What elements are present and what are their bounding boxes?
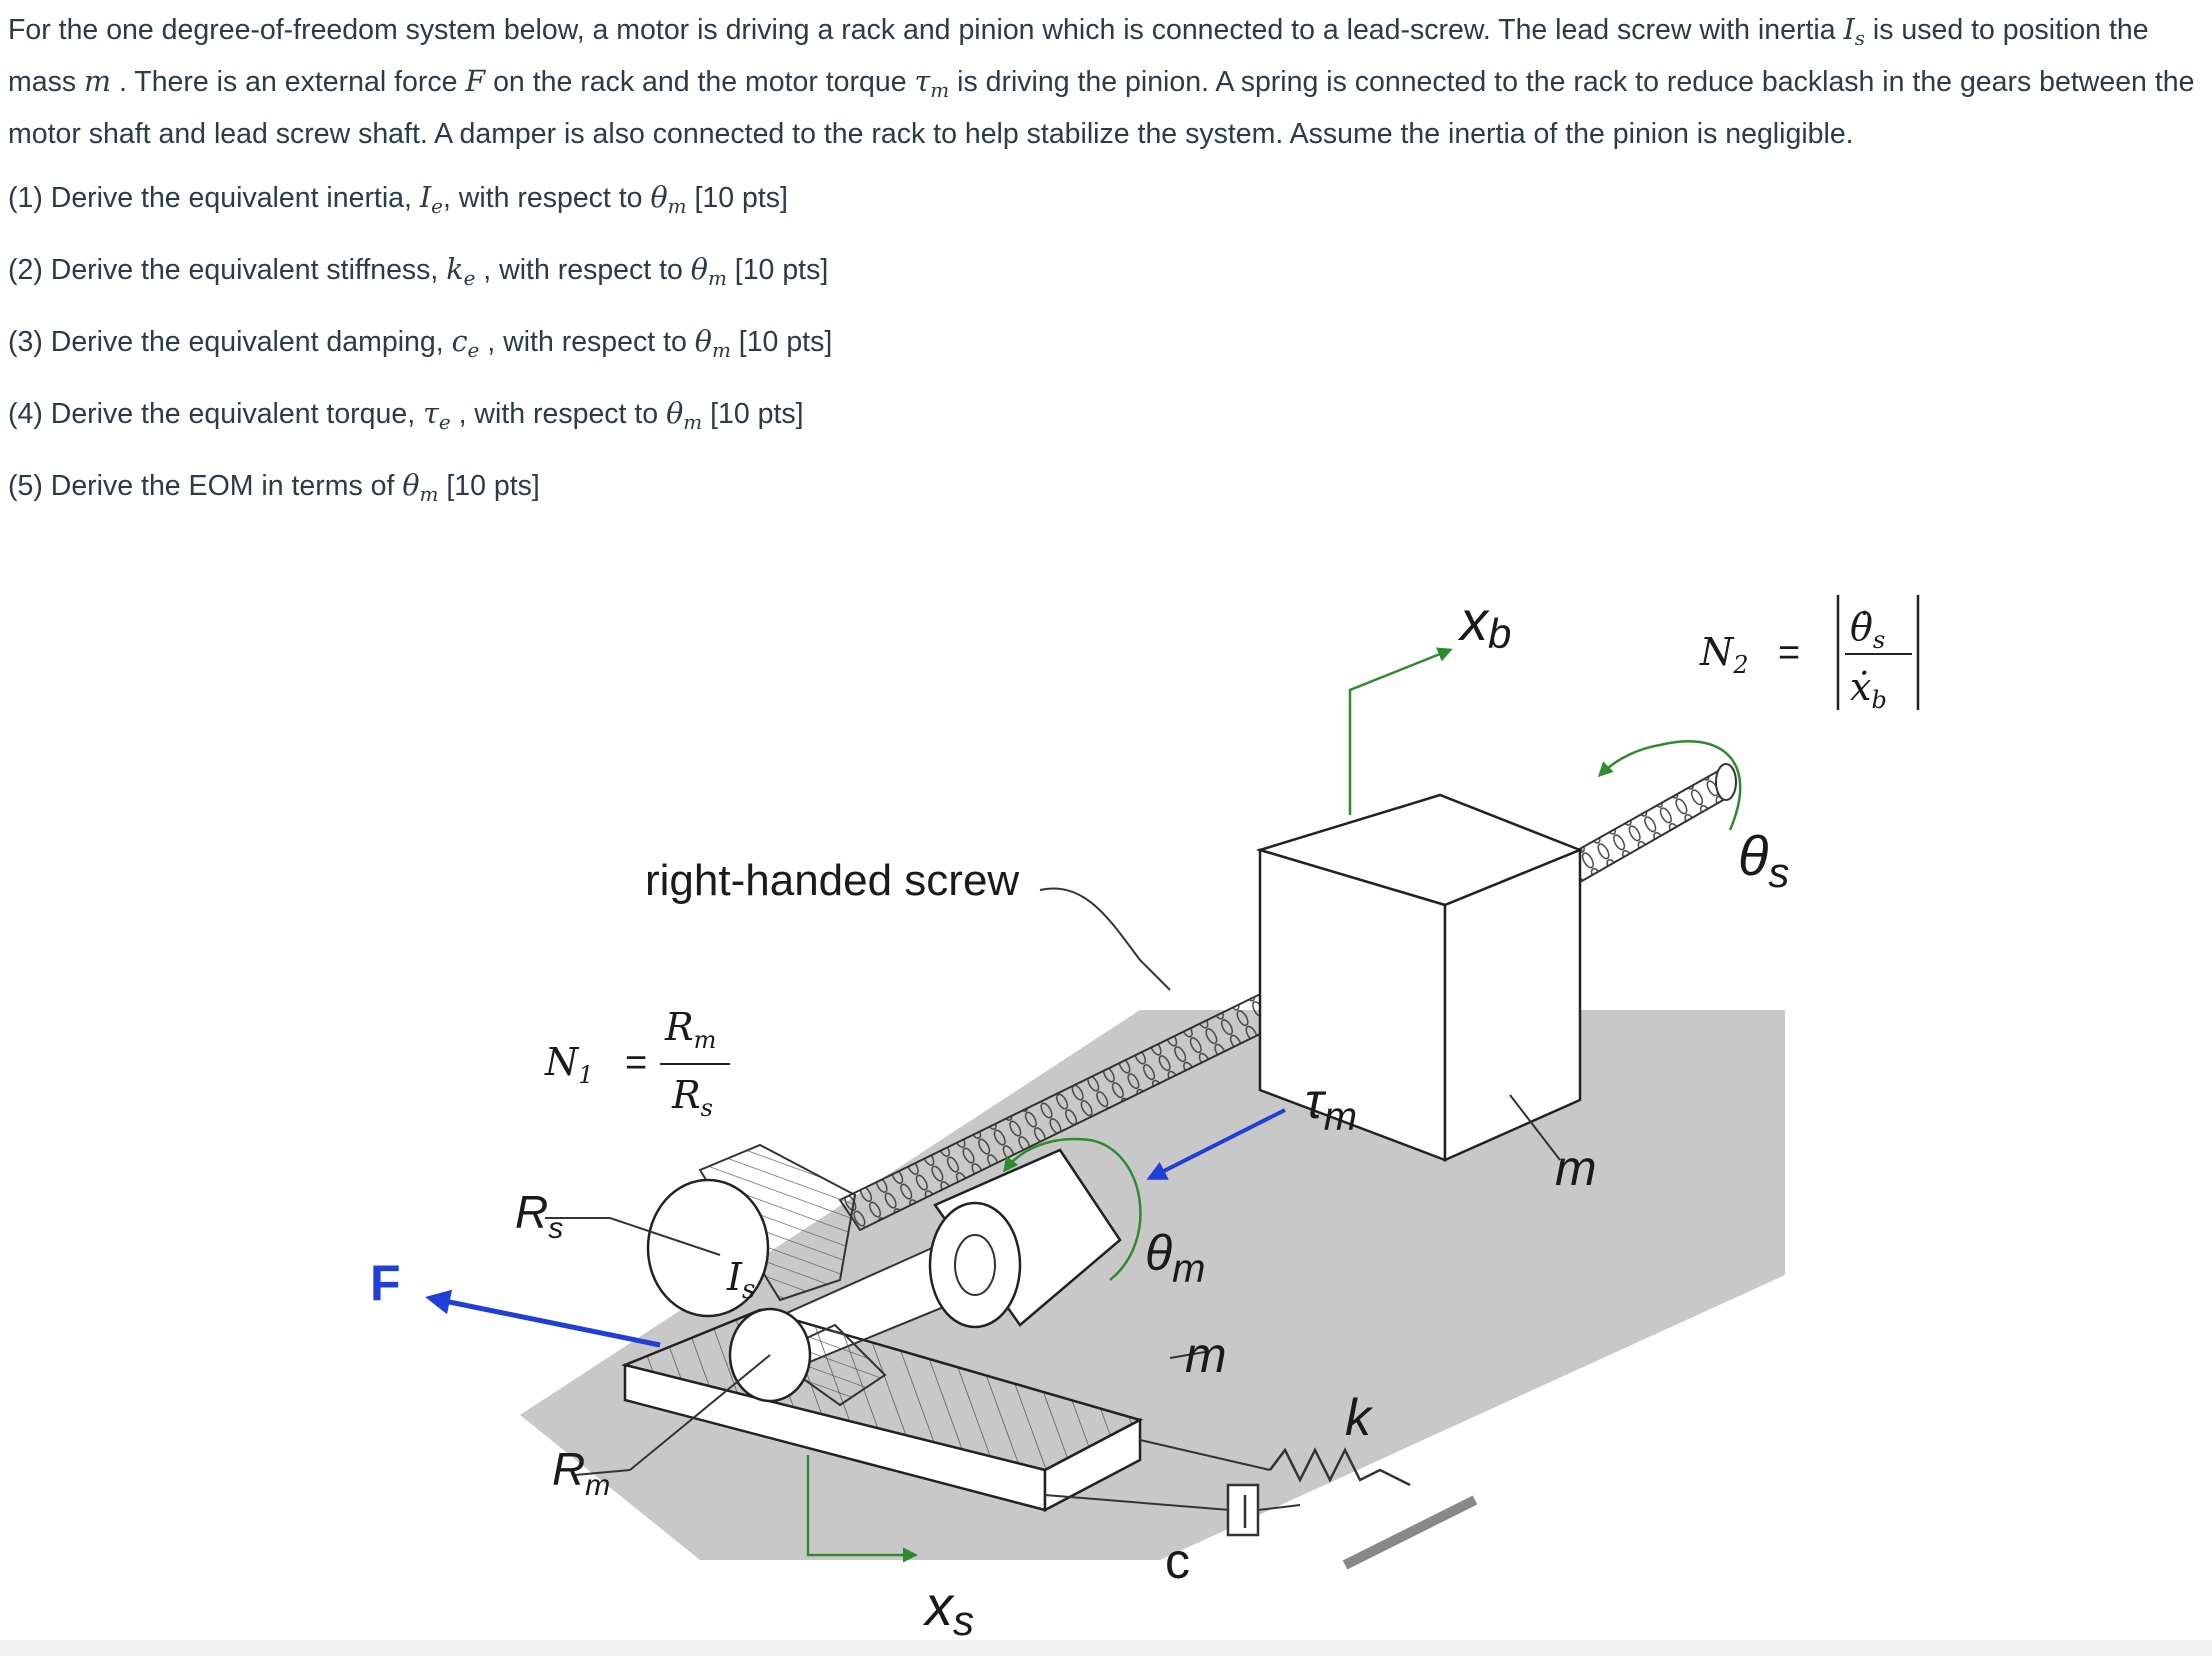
question-5: (5) Derive the EOM in terms of θm [10 pt… xyxy=(8,468,540,506)
N2-ratio: N2 = θ̇s ẋb xyxy=(1699,595,1920,714)
theta-m-label: θm xyxy=(1145,1225,1205,1291)
intro-text-4: on the rack and the motor torque xyxy=(485,65,915,98)
screw-gear xyxy=(646,1143,857,1318)
wall-ground xyxy=(1342,1495,1478,1570)
question-2: (2) Derive the equivalent stiffness, ke … xyxy=(8,252,829,290)
c-label: c xyxy=(1165,1533,1190,1589)
svg-text:=: = xyxy=(625,1042,647,1084)
theta-m-arrow xyxy=(1003,1137,1142,1281)
leader-lines xyxy=(545,887,1561,1476)
Is-label: Is xyxy=(726,1255,755,1305)
m-motor-label: m xyxy=(1185,1327,1227,1383)
mass-block xyxy=(1255,793,1584,1162)
force-arrow xyxy=(425,1289,661,1348)
xb-arrow xyxy=(1348,647,1453,815)
right-handed-screw-label: right-handed screw xyxy=(645,856,1019,905)
symbol-tau-m: τm xyxy=(914,64,950,102)
svg-text:N2: N2 xyxy=(1699,630,1749,679)
spring-damper xyxy=(1044,1439,1478,1570)
intro-text-3: . There is an external force xyxy=(111,65,466,98)
tau-m-arrow xyxy=(1146,1108,1286,1180)
theta-s-arrow xyxy=(1597,740,1742,831)
symbol-Is: Is xyxy=(1843,13,1865,50)
svg-text:N1: N1 xyxy=(544,1040,594,1089)
F-label: F xyxy=(370,1255,401,1311)
svg-text:ẋb: ẋb xyxy=(1850,665,1887,714)
m-mass-label: m xyxy=(1555,1140,1597,1196)
question-4: (4) Derive the equivalent torque, τe , w… xyxy=(8,396,804,434)
xs-arrow xyxy=(806,1455,918,1563)
question-3: (3) Derive the equivalent damping, ce , … xyxy=(8,324,833,362)
svg-text:Rm: Rm xyxy=(664,1005,716,1054)
question-1: (1) Derive the equivalent inertia, Ie, w… xyxy=(8,180,788,218)
problem-text: For the one degree-of-freedom system bel… xyxy=(8,8,2204,516)
intro-text-5: is driving the pinion. A spring is conne… xyxy=(8,65,2195,150)
intro-text-1: For the one degree-of-freedom system bel… xyxy=(8,14,1844,46)
Rs-label: Rs xyxy=(515,1186,563,1245)
xs-label: xs xyxy=(922,1574,974,1644)
svg-text:=: = xyxy=(1778,632,1800,674)
tau-m-label: τm xyxy=(1305,1073,1357,1139)
symbol-m: m xyxy=(84,64,112,98)
svg-text:Rs: Rs xyxy=(671,1073,713,1122)
N1-ratio: N1 = Rm Rs xyxy=(544,1005,730,1122)
k-label: k xyxy=(1345,1389,1374,1447)
xb-label: xb xyxy=(1457,589,1511,657)
Rm-label: Rm xyxy=(552,1443,610,1502)
problem-intro: For the one degree-of-freedom system bel… xyxy=(8,8,2204,156)
theta-s-label: θs xyxy=(1738,824,1789,896)
page-bottom-band xyxy=(0,1640,2212,1656)
intro-text-2: is used to position the mass xyxy=(8,14,2149,98)
svg-text:θ̇s: θ̇s xyxy=(1850,605,1885,654)
symbol-F: F xyxy=(465,64,486,98)
